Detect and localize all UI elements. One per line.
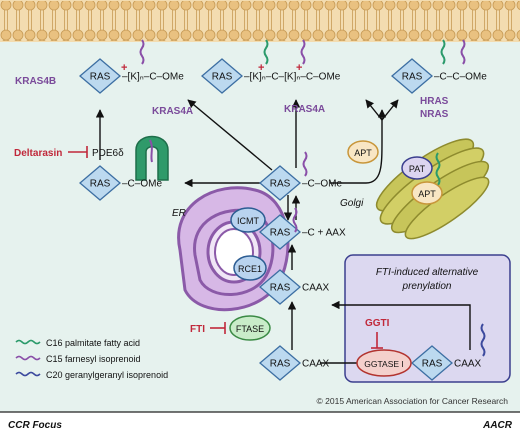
ras-node-ras-caax-mid: RAS CAAX <box>258 269 330 305</box>
pathway-arrows <box>95 99 471 368</box>
ras-label: RAS <box>422 359 443 370</box>
enzyme-label-apt1: APT <box>354 148 372 158</box>
ras-diamond <box>78 58 122 94</box>
label-golgi: Golgi <box>340 198 364 209</box>
ras-label: RAS <box>402 72 423 83</box>
ras-suffix: –C–C–OMe <box>434 72 487 83</box>
ras-node-ras-kras4b: RAS –[K]ₙ–C–OMe <box>78 58 184 94</box>
ras-label: RAS <box>90 179 111 190</box>
ftase-enzyme <box>229 315 271 341</box>
ras-node-ras-hras: RAS –C–C–OMe <box>390 58 487 94</box>
legend-swatch-palmitate <box>15 339 41 345</box>
legend-label-farnesyl: C15 farnesyl isoprenoid <box>46 354 141 364</box>
inhibitor-lines <box>68 146 383 349</box>
enzyme-label-apt2: APT <box>418 189 436 199</box>
farnesyl-hras <box>460 39 466 65</box>
ras-node-ras-cleaved: RAS –C + AAX <box>258 214 346 250</box>
label-hras: HRAS <box>420 96 449 107</box>
ras-node-ras-caax-bottom: RAS CAAX <box>258 345 330 381</box>
farnesyl-center <box>302 151 308 177</box>
ras-label: RAS <box>212 72 233 83</box>
legend-swatch-farnesyl <box>15 355 41 361</box>
legend-swatch-geranylgeranyl <box>15 371 41 377</box>
label-fti: FTI <box>190 324 205 335</box>
ras-diamond <box>390 58 434 94</box>
label-nras: NRAS <box>420 109 449 120</box>
plus-sign-3: + <box>296 62 302 74</box>
apt-enzyme-1 <box>347 140 379 164</box>
label-er: ER <box>172 208 186 219</box>
palmitate-kras4a <box>263 39 269 65</box>
ras-label: RAS <box>270 179 291 190</box>
ras-suffix: –C–OMe <box>302 179 342 190</box>
footer-bar <box>0 412 520 435</box>
enzyme-bubbles <box>229 140 443 377</box>
farnesyl-kras4b <box>139 39 145 65</box>
ras-diamond <box>200 58 244 94</box>
plus-sign-2: + <box>258 62 264 74</box>
label-pde6d: PDE6δ <box>92 148 124 159</box>
legend-label-geranylgeranyl: C20 geranylgeranyl isoprenoid <box>46 370 168 380</box>
lipid-chain-glyphs <box>139 39 486 357</box>
enzyme-label-pat: PAT <box>409 164 426 174</box>
ras-diamond <box>258 345 302 381</box>
ras-suffix: –C–OMe <box>122 179 162 190</box>
ras-suffix: CAAX <box>454 359 482 370</box>
inset-title-line2: prenylation <box>402 281 452 292</box>
ras-diamond <box>410 345 454 381</box>
label-kras4a-left: KRAS4A <box>152 106 193 117</box>
geranylgeranyl-alt <box>480 323 486 357</box>
enzyme-label-ftase: FTASE <box>236 324 264 334</box>
ras-suffix: CAAX <box>302 283 330 294</box>
label-deltarasin: Deltarasin <box>14 148 62 159</box>
ras-label: RAS <box>270 283 291 294</box>
pat-enzyme <box>401 156 433 180</box>
ras-suffix: –[K]ₙ–C–[K]ₙ–C–OMe <box>244 72 341 83</box>
label-kras4b: KRAS4B <box>15 76 56 87</box>
ras-suffix: –[K]ₙ–C–OMe <box>122 72 184 83</box>
lipid-bilayer <box>0 1 520 41</box>
ras-suffix: CAAX <box>302 359 330 370</box>
farnesyl-cleaved <box>292 207 298 233</box>
ras-label: RAS <box>270 228 291 239</box>
label-ggti: GGTI <box>365 318 390 329</box>
ras-diamond <box>258 165 302 201</box>
icmt-enzyme <box>230 207 266 233</box>
enzyme-label-rce1: RCE1 <box>238 264 262 274</box>
rce1-enzyme <box>233 255 267 281</box>
ggtase-enzyme <box>356 349 412 377</box>
pde6d-protein-shape <box>135 135 169 181</box>
ras-node-ras-kras4a-1: RAS –[K]ₙ–C–[K]ₙ–C–OMe <box>200 58 341 94</box>
apt-enzyme-2 <box>411 181 443 205</box>
ras-node-ras-center: RAS –C–OMe <box>258 165 342 201</box>
ras-node-ras-alt: RAS CAAX <box>410 345 482 381</box>
ras-label: RAS <box>270 359 291 370</box>
ras-suffix: –C + AAX <box>302 228 346 239</box>
ras-diamond <box>258 214 302 250</box>
footer-publisher-logo: AACR <box>482 420 513 431</box>
ras-diamond <box>258 269 302 305</box>
ras-diamond <box>78 165 122 201</box>
ras-label: RAS <box>90 72 111 83</box>
enzyme-label-ggtase: GGTASE I <box>364 359 404 369</box>
plus-sign-1: + <box>121 62 127 74</box>
legend-label-palmitate: C16 palmitate fatty acid <box>46 338 140 348</box>
legend-swatches <box>15 339 41 377</box>
palmitate-golgi <box>435 152 441 186</box>
footer-journal-name: CCR Focus <box>8 420 62 431</box>
copyright-notice: © 2015 American Association for Cancer R… <box>317 396 509 406</box>
farnesyl-chain-pde <box>149 139 153 163</box>
farnesyl-kras4a <box>300 39 306 65</box>
label-kras4a-right: KRAS4A <box>284 104 325 115</box>
ras-node-ras-pde: RAS –C–OMe <box>78 165 162 201</box>
inset-title-line1: FTI-induced alternative <box>376 267 479 278</box>
enzyme-label-icmt: ICMT <box>237 216 259 226</box>
palmitate-hras <box>440 39 446 65</box>
